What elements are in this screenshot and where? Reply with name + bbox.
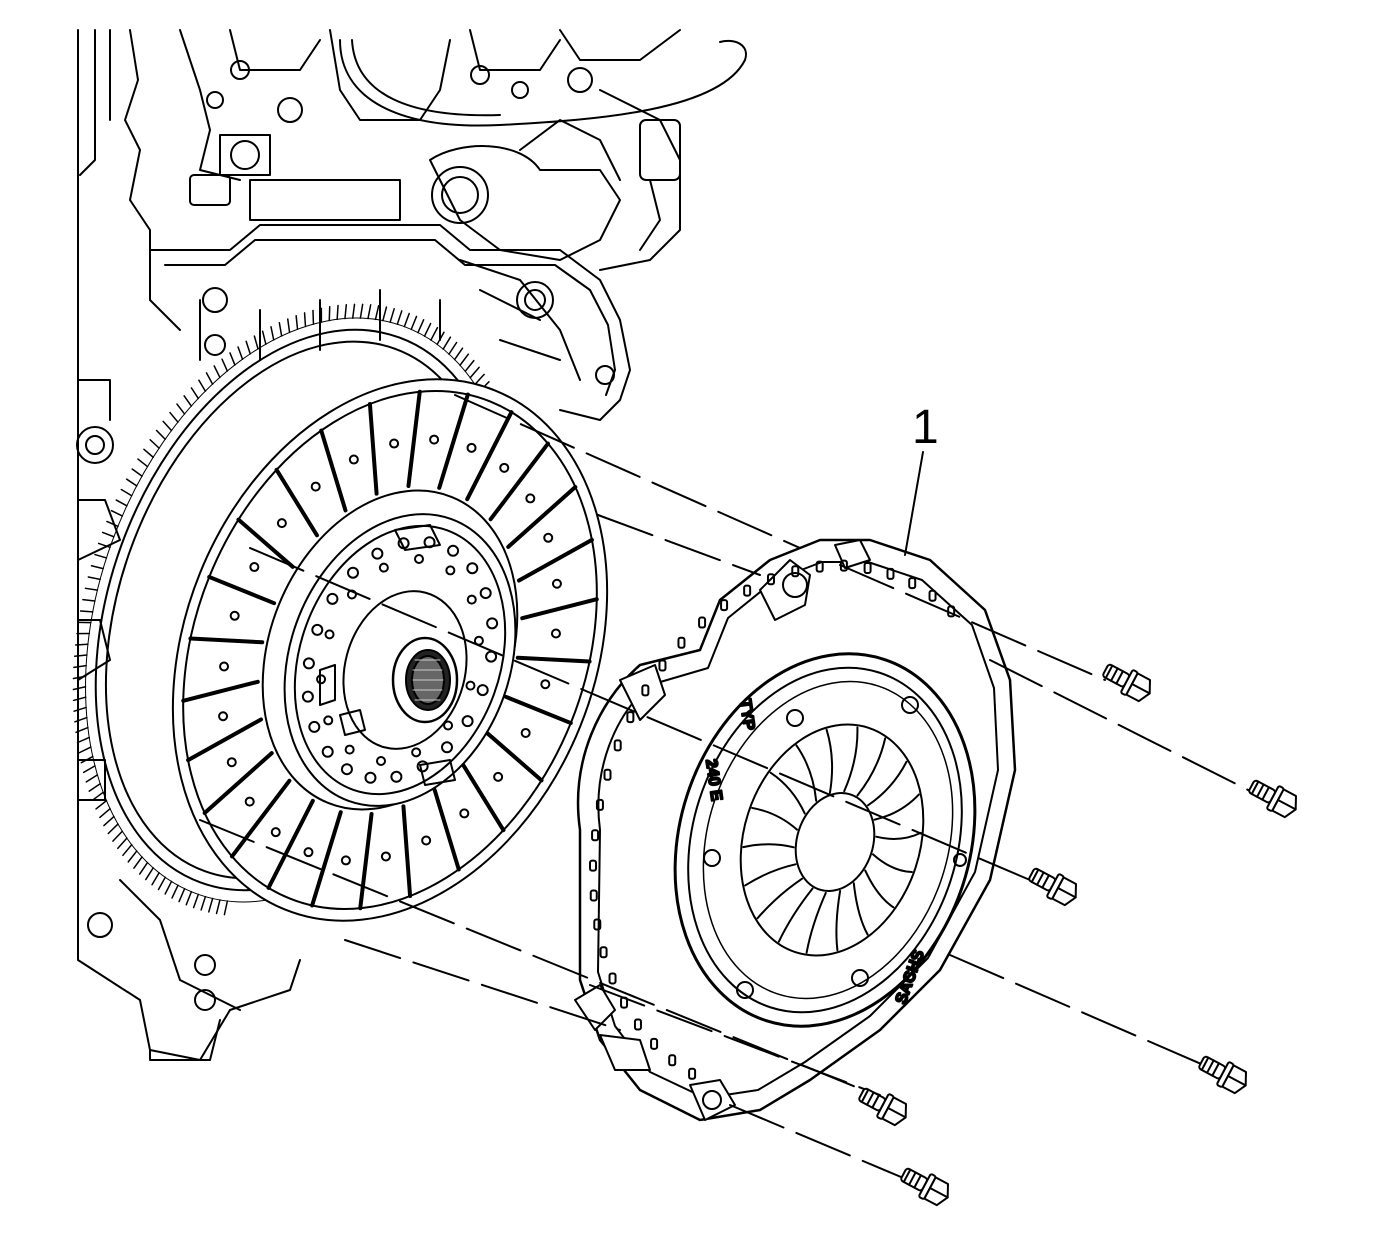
bolt-icon xyxy=(1102,663,1151,703)
engine-block xyxy=(76,29,747,1061)
friction-segments xyxy=(181,389,599,911)
callout-1: 1 xyxy=(904,401,939,556)
alignment-lines xyxy=(199,394,1259,1186)
ring-gear-teeth xyxy=(72,303,516,916)
bolts xyxy=(858,663,1297,1207)
bolt-icon xyxy=(900,1167,949,1207)
typ-stamp: TYP xyxy=(736,698,757,732)
bolt-icon xyxy=(1198,1055,1247,1095)
pressure-plate: TYP 240 E SACHS xyxy=(574,538,1017,1122)
hub-holes xyxy=(301,536,499,784)
cover-slots xyxy=(589,559,956,1080)
bolt-icon xyxy=(1248,779,1297,819)
clutch-disc xyxy=(171,378,609,922)
bolt-icon xyxy=(858,1087,907,1127)
bolt-icon xyxy=(1028,867,1077,907)
callout-label: 1 xyxy=(912,401,939,454)
diaphragm-fingers xyxy=(742,726,922,954)
